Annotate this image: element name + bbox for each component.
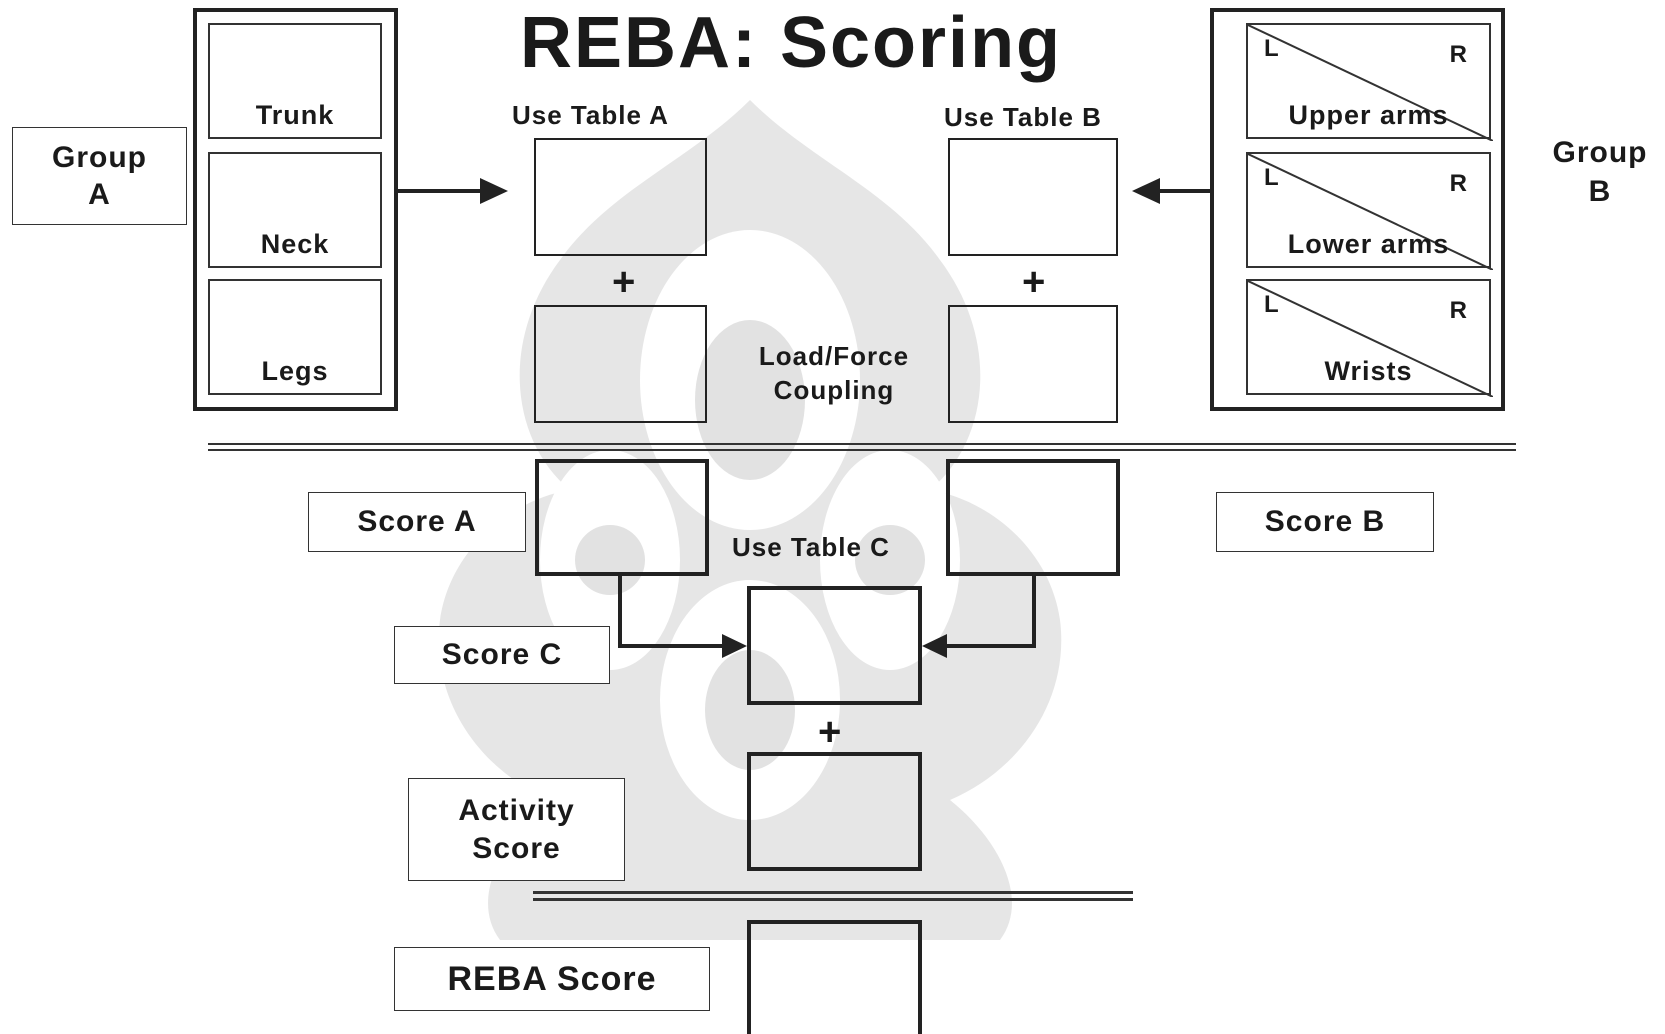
group-b-label: Group B	[1540, 133, 1660, 211]
lower-arms-box: L R Lower arms	[1246, 152, 1493, 270]
arrowhead-score-b	[922, 634, 947, 658]
trunk-label: Trunk	[255, 100, 335, 130]
arrowhead-table-b	[1132, 178, 1160, 204]
table-c-box	[747, 586, 922, 705]
wrists-box: L R Wrists	[1246, 279, 1493, 397]
lower-arms-left-label: L	[1264, 164, 1279, 191]
activity-line2: Score	[472, 831, 561, 865]
use-table-b-label: Use Table B	[944, 102, 1102, 132]
activity-line1: Activity	[458, 794, 575, 827]
arrowhead-table-a	[480, 178, 508, 204]
group-a-label-line2: A	[88, 178, 111, 211]
score-c-label: Score C	[394, 626, 610, 684]
arrowhead-score-a	[722, 634, 747, 658]
use-table-c-label: Use Table C	[732, 532, 890, 562]
wrists-right-label: R	[1449, 297, 1467, 324]
lower-arms-right-label: R	[1449, 170, 1467, 197]
upper-arms-right-label: R	[1449, 41, 1467, 68]
group-b-label-line1: Group	[1552, 136, 1648, 169]
trunk-box: Trunk	[208, 23, 382, 139]
neck-box: Neck	[208, 152, 382, 268]
separator-top-line1	[208, 443, 1516, 445]
wrists-diagonal	[1248, 281, 1493, 397]
load-force-b-box	[948, 305, 1118, 423]
group-a-frame	[193, 8, 398, 411]
activity-score-label: Activity Score	[408, 778, 625, 881]
load-force-coupling-label: Load/Force Coupling	[738, 340, 930, 408]
group-a-label: Group A	[12, 127, 187, 225]
plus-sign-b: +	[1022, 260, 1046, 304]
table-a-box	[534, 138, 707, 256]
group-b-label-line2: B	[1588, 175, 1612, 208]
plus-sign-c: +	[818, 710, 842, 754]
separator-top-line2	[208, 449, 1516, 451]
wrists-label: Wrists	[1324, 356, 1413, 386]
upper-arms-diagonal	[1248, 25, 1493, 141]
lower-arms-diagonal	[1248, 154, 1493, 270]
upper-arms-box: L R Upper arms	[1246, 23, 1493, 141]
table-b-box	[948, 138, 1118, 256]
score-b-box	[946, 459, 1120, 576]
group-a-label-line1: Group	[52, 140, 147, 174]
reba-score-box	[747, 920, 922, 1034]
lower-arms-label: Lower arms	[1287, 229, 1450, 259]
arrow-score-b-to-table-c	[940, 576, 1036, 648]
separator-bottom-line2	[533, 898, 1133, 901]
load-force-a-box	[534, 305, 707, 423]
legs-box: Legs	[208, 279, 382, 395]
load-force-line1: Load/Force	[758, 341, 910, 371]
reba-score-label: REBA Score	[394, 947, 710, 1011]
upper-arms-left-label: L	[1264, 35, 1279, 62]
arrow-score-a-to-table-c	[618, 576, 730, 648]
upper-arms-label: Upper arms	[1288, 100, 1449, 130]
load-force-line2: Coupling	[773, 374, 895, 405]
page-title: REBA: Scoring	[520, 3, 1063, 83]
wrists-left-label: L	[1264, 291, 1279, 318]
plus-sign-a: +	[612, 260, 636, 304]
score-a-box	[535, 459, 709, 576]
legs-label: Legs	[261, 356, 329, 386]
group-b-frame	[1210, 8, 1505, 411]
activity-score-box	[747, 752, 922, 871]
use-table-a-label: Use Table A	[512, 100, 669, 130]
score-a-label: Score A	[308, 492, 526, 552]
neck-label: Neck	[260, 229, 330, 259]
separator-bottom-line1	[533, 891, 1133, 894]
score-b-label: Score B	[1216, 492, 1434, 552]
